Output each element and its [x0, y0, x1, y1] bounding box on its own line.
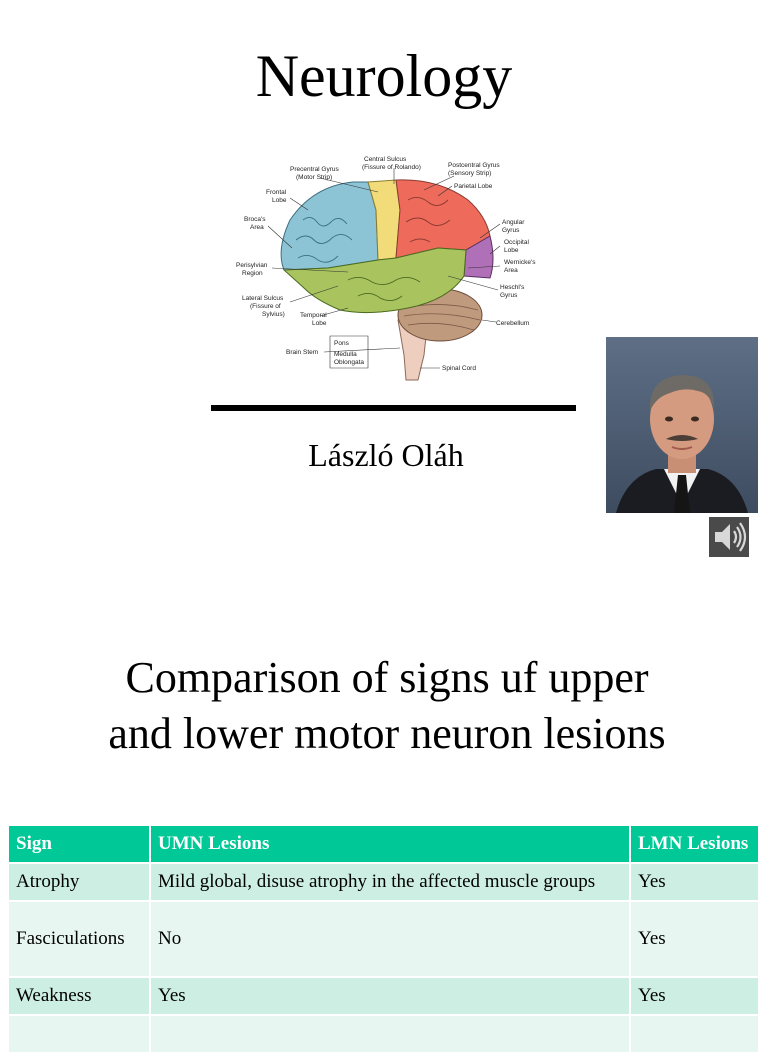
cell-umn: [150, 1015, 631, 1052]
cell-sign: Weakness: [9, 977, 151, 1015]
cell-lmn: Yes: [630, 977, 758, 1015]
label-heschls: Heschl's: [500, 284, 525, 291]
cell-sign: Fasciculations: [9, 901, 151, 977]
heading-line-2: and lower motor neuron lesions: [108, 709, 666, 758]
label-medulla: Medulla: [334, 351, 357, 358]
cell-lmn: Yes: [630, 863, 758, 901]
speaker-icon: [715, 522, 747, 552]
label-precentral: Precentral Gyrus: [290, 166, 340, 173]
label-occipital: Occipital: [504, 239, 529, 246]
comparison-table: Sign UMN Lesions LMN Lesions Atrophy Mil…: [9, 826, 758, 1052]
title-slide: Neurology: [211, 43, 758, 557]
svg-text:Sylvius): Sylvius): [262, 311, 285, 318]
svg-text:Lobe: Lobe: [312, 320, 327, 327]
audio-speaker-button[interactable]: [709, 517, 749, 557]
cell-umn: No: [150, 901, 631, 977]
svg-text:Gyrus: Gyrus: [500, 292, 518, 299]
label-parietal: Parietal Lobe: [454, 183, 493, 190]
cell-umn: Mild global, disuse atrophy in the affec…: [150, 863, 631, 901]
label-spinal-cord: Spinal Cord: [442, 365, 476, 372]
comparison-table-wrapper: Sign UMN Lesions LMN Lesions Atrophy Mil…: [9, 826, 758, 1052]
svg-text:Area: Area: [250, 224, 264, 231]
svg-text:Gyrus: Gyrus: [502, 227, 520, 234]
table-row: Atrophy Mild global, disuse atrophy in t…: [9, 863, 758, 901]
svg-text:Oblongata: Oblongata: [334, 359, 364, 366]
svg-text:(Sensory Strip): (Sensory Strip): [448, 170, 491, 177]
cell-sign: [9, 1015, 151, 1052]
cell-lmn: Yes: [630, 901, 758, 977]
title-divider: [211, 405, 576, 411]
label-lateral-sulcus: Lateral Sulcus: [242, 295, 284, 302]
author-photo: [606, 337, 758, 513]
table-row: Weakness Yes Yes: [9, 977, 758, 1015]
svg-text:Region: Region: [242, 270, 263, 277]
cell-lmn: [630, 1015, 758, 1052]
author-name: László Oláh: [308, 437, 464, 473]
svg-text:(Fissure of Rolando): (Fissure of Rolando): [362, 164, 421, 171]
brain-diagram: Precentral Gyrus (Motor Strip) Central S…: [228, 150, 538, 382]
svg-text:(Fissure of: (Fissure of: [250, 303, 281, 310]
svg-text:Area: Area: [504, 267, 518, 274]
label-central-sulcus: Central Sulcus: [364, 156, 407, 163]
label-brocas: Broca's: [244, 216, 266, 223]
temporal-lobe-shape: [282, 247, 467, 314]
label-temporal: Temporal: [300, 312, 327, 319]
label-pons: Pons: [334, 340, 350, 347]
label-angular: Angular: [502, 219, 525, 226]
svg-text:Lobe: Lobe: [272, 197, 287, 204]
header-umn: UMN Lesions: [150, 826, 631, 863]
table-row: Fasciculations No Yes: [9, 901, 758, 977]
label-perisylvian: Perisylvian: [236, 262, 268, 269]
cell-umn: Yes: [150, 977, 631, 1015]
slide-title: Neurology: [255, 43, 513, 109]
header-sign: Sign: [9, 826, 151, 863]
label-postcentral: Postcentral Gyrus: [448, 162, 500, 169]
heading-line-1: Comparison of signs uf upper: [125, 653, 649, 702]
table-row: [9, 1015, 758, 1052]
cell-sign: Atrophy: [9, 863, 151, 901]
table-header-row: Sign UMN Lesions LMN Lesions: [9, 826, 758, 863]
frontal-lobe-shape: [280, 181, 379, 271]
svg-text:(Motor Strip): (Motor Strip): [296, 174, 332, 181]
label-brain-stem: Brain Stem: [286, 349, 318, 356]
comparison-heading: Comparison of signs uf upper and lower m…: [0, 650, 768, 762]
label-cerebellum: Cerebellum: [496, 320, 529, 327]
label-frontal: Frontal: [266, 189, 287, 196]
label-wernickes: Wernicke's: [504, 259, 536, 266]
header-lmn: LMN Lesions: [630, 826, 758, 863]
svg-text:Lobe: Lobe: [504, 247, 519, 254]
